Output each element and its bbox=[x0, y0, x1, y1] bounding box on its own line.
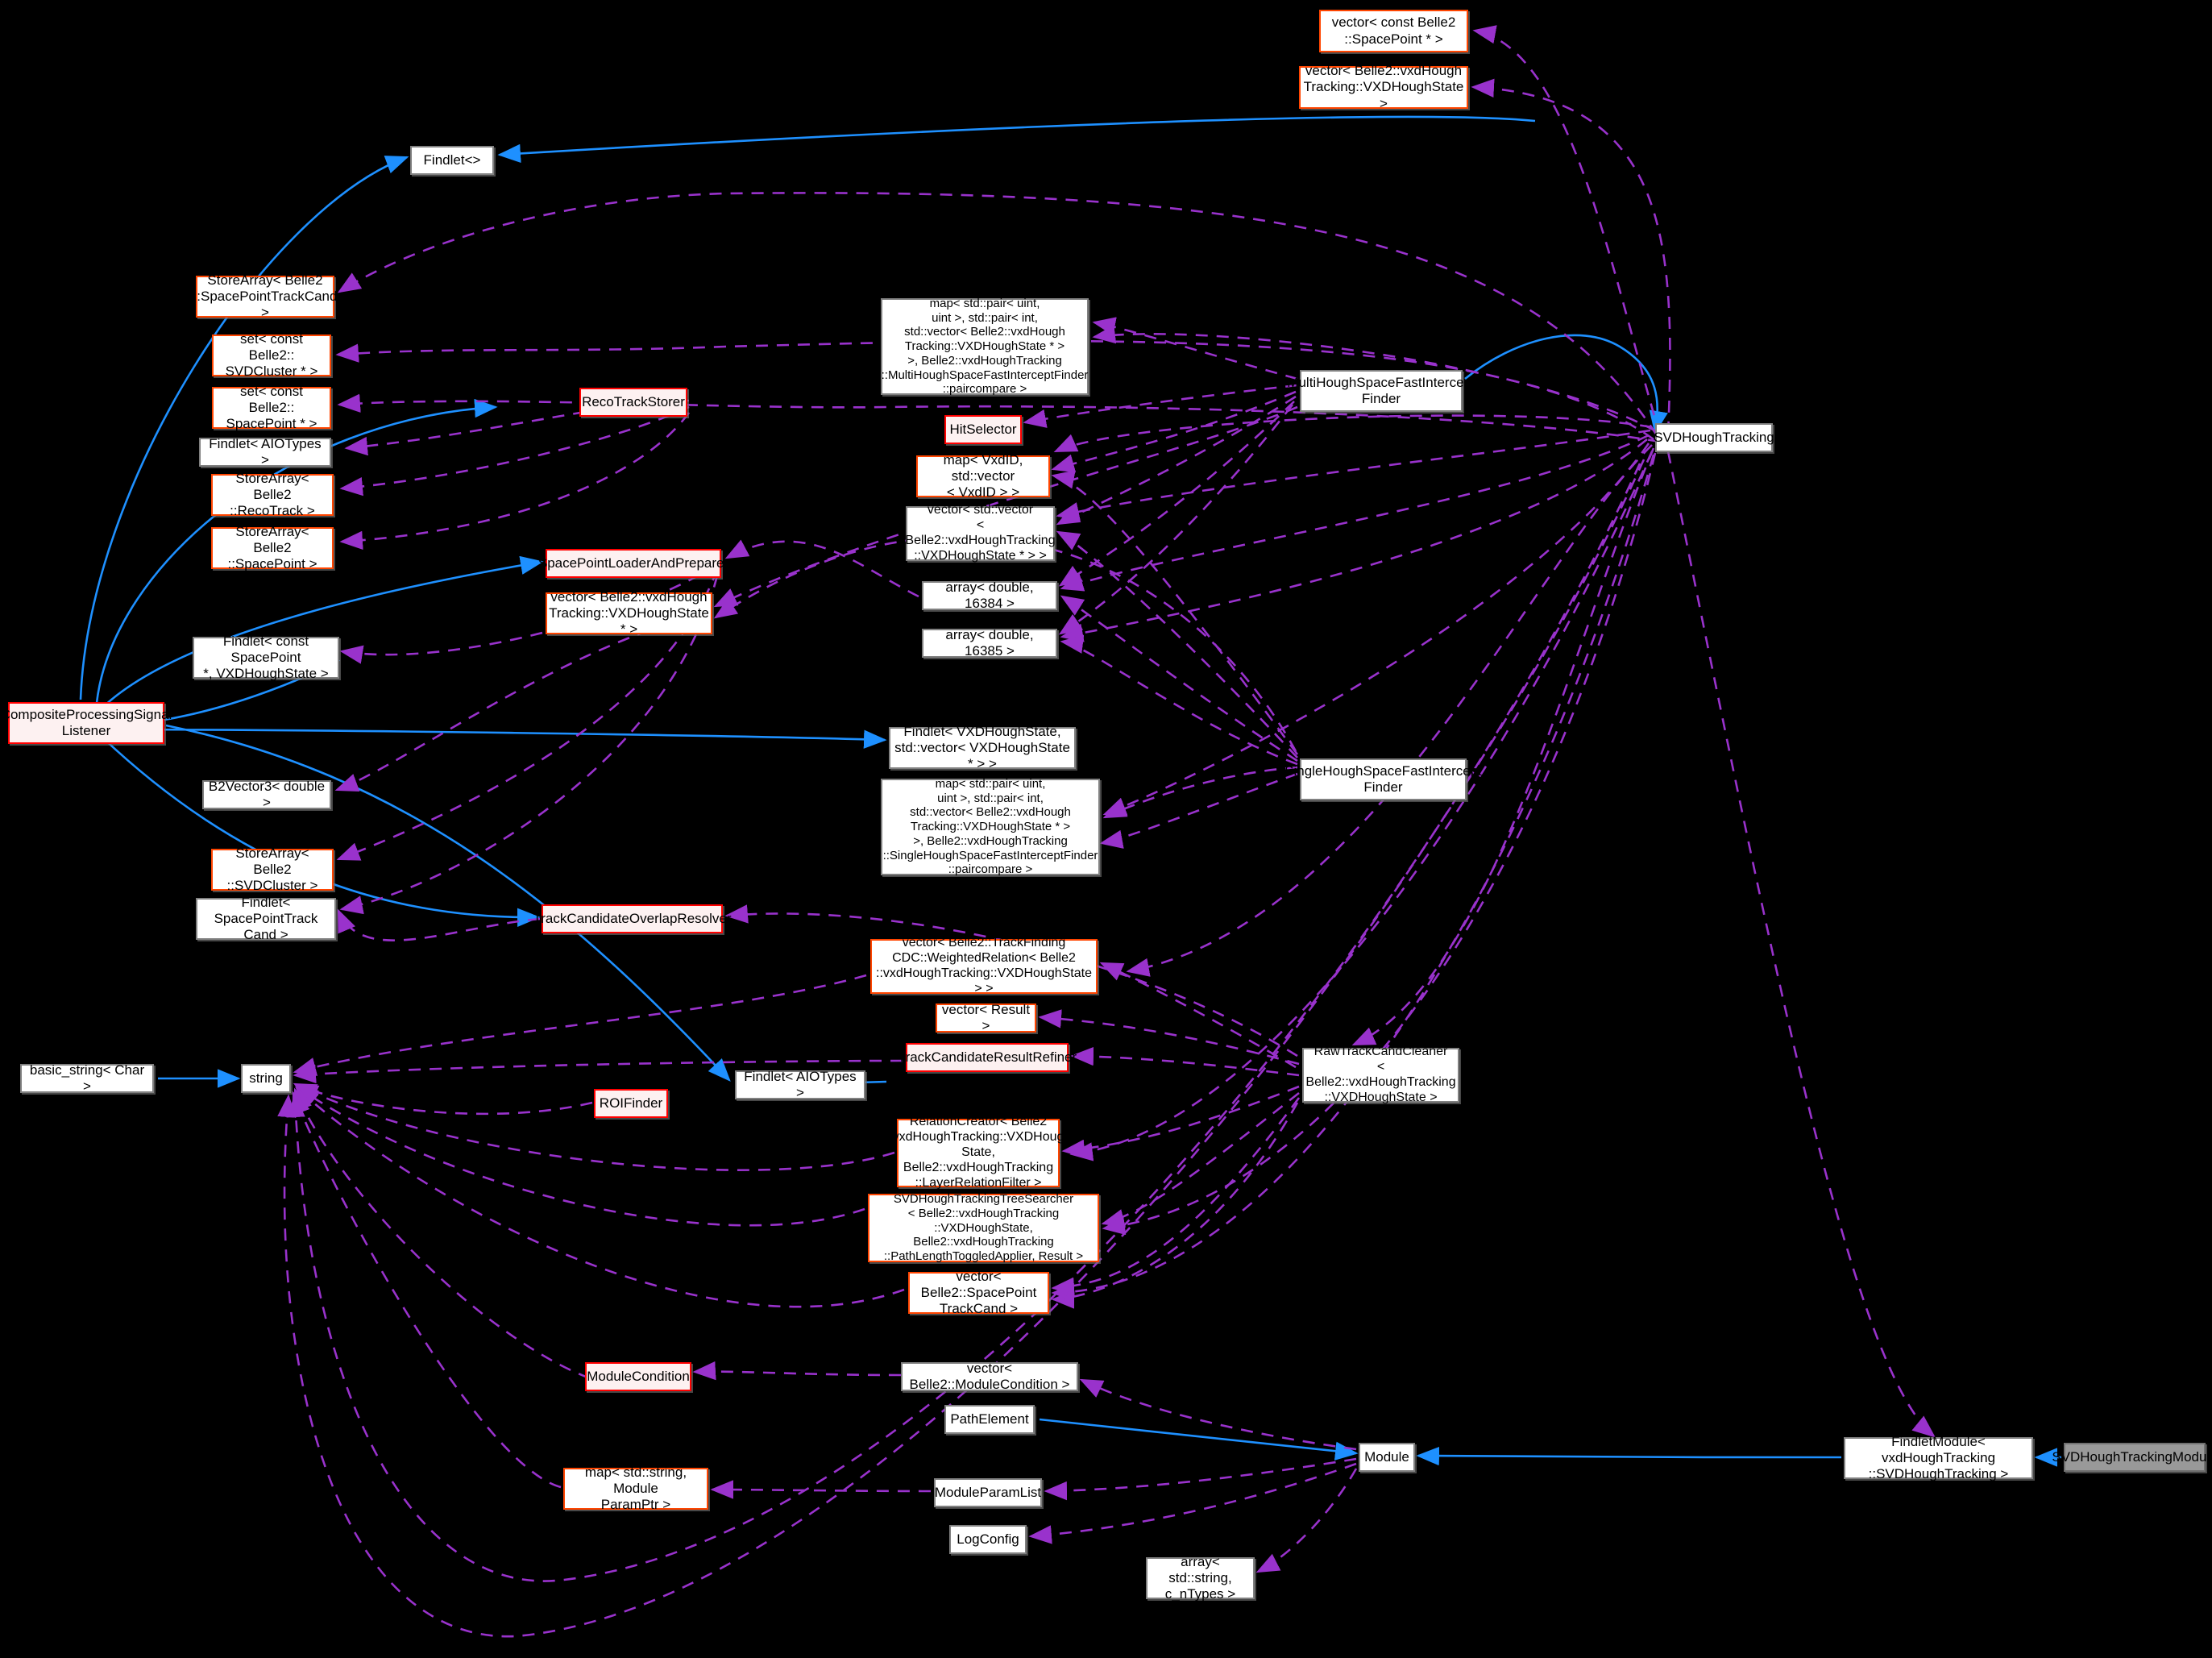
graph-node-map_pair_single[interactable]: map< std::pair< uint, uint >, std::pair<… bbox=[881, 777, 1100, 876]
graph-node-moduleparamlist[interactable]: ModuleParamList bbox=[934, 1478, 1042, 1507]
graph-node-composite_listener[interactable]: CompositeProcessingSignal Listener bbox=[1, 702, 172, 744]
graph-node-set_spacepoint[interactable]: set< const Belle2:: SpacePoint * > bbox=[212, 384, 331, 431]
graph-node-map_vxdid[interactable]: map< VxdID, std::vector < VxdID > > bbox=[916, 452, 1050, 500]
graph-node-module[interactable]: Module bbox=[1359, 1443, 1415, 1472]
graph-node-multihough_finder[interactable]: MultiHoughSpaceFastIntercept Finder bbox=[1287, 370, 1475, 412]
graph-node-logconfig[interactable]: LogConfig bbox=[949, 1525, 1027, 1554]
graph-node-svdhoughtracking[interactable]: SVDHoughTracking bbox=[1654, 423, 1774, 452]
graph-node-recotrackstorer[interactable]: RecoTrackStorer bbox=[579, 388, 687, 417]
graph-node-vector_result[interactable]: vector< Result > bbox=[936, 1002, 1036, 1033]
graph-node-storearray_recotrack[interactable]: StoreArray< Belle2 ::RecoTrack > bbox=[211, 471, 334, 518]
graph-node-singlehough_finder[interactable]: SingleHoughSpaceFastIntercept Finder bbox=[1284, 758, 1482, 800]
graph-node-findlet_aiotypes_1[interactable]: Findlet< AIOTypes > bbox=[199, 436, 331, 467]
graph-node-vector_vxdhoughstate[interactable]: vector< Belle2::vxdHough Tracking::VXDHo… bbox=[1299, 63, 1468, 111]
graph-node-b2vector3[interactable]: B2Vector3< double > bbox=[202, 779, 331, 810]
graph-node-storearray_svdcluster[interactable]: StoreArray< Belle2 ::SVDCluster > bbox=[211, 846, 334, 893]
graph-node-pathelement[interactable]: PathElement bbox=[944, 1405, 1035, 1434]
graph-node-findlet_sptc[interactable]: Findlet< SpacePointTrack Cand > bbox=[196, 895, 336, 942]
graph-node-string[interactable]: string bbox=[241, 1064, 291, 1093]
graph-node-svdhoughtrackingmodule[interactable]: SVDHoughTrackingModule bbox=[2052, 1443, 2212, 1472]
graph-node-treesearcher[interactable]: SVDHoughTrackingTreeSearcher < Belle2::v… bbox=[868, 1192, 1099, 1263]
graph-node-relationcreator[interactable]: RelationCreator< Belle2 ::vxdHoughTracki… bbox=[885, 1115, 1072, 1190]
graph-node-vector_const_spacepoint[interactable]: vector< const Belle2 ::SpacePoint * > bbox=[1319, 10, 1468, 52]
graph-node-map_pair_multi[interactable]: map< std::pair< uint, uint >, std::pair<… bbox=[881, 297, 1089, 397]
graph-node-modulecondition[interactable]: ModuleCondition bbox=[585, 1362, 691, 1391]
graph-node-spacepointloader[interactable]: SpacePointLoaderAndPreparer bbox=[538, 549, 728, 578]
graph-node-basic_string_char[interactable]: basic_string< Char > bbox=[20, 1062, 154, 1094]
graph-node-findlet_aiotypes_2[interactable]: Findlet< AIOTypes > bbox=[735, 1069, 865, 1100]
graph-node-storearray_sptc[interactable]: StoreArray< Belle2 ::SpacePointTrackCand… bbox=[193, 272, 338, 321]
graph-node-vector_sptc[interactable]: vector< Belle2::SpacePoint TrackCand > bbox=[908, 1269, 1049, 1316]
graph-node-vector_modulecondition[interactable]: vector< Belle2::ModuleCondition > bbox=[901, 1361, 1078, 1392]
graph-node-rawtrackcandcleaner[interactable]: RawTrackCandCleaner < Belle2::vxdHoughTr… bbox=[1302, 1045, 1459, 1104]
graph-node-findletmodule[interactable]: FindletModule< vxdHoughTracking ::SVDHou… bbox=[1844, 1434, 2033, 1481]
graph-node-findlet_vxdhough_vec[interactable]: Findlet< VXDHoughState, std::vector< VXD… bbox=[889, 724, 1076, 771]
graph-node-hitselector[interactable]: HitSelector bbox=[944, 415, 1022, 444]
graph-node-trackcandresultrefiner[interactable]: TrackCandidateResultRefiner bbox=[898, 1043, 1077, 1072]
graph-node-array_16385[interactable]: array< double, 16385 > bbox=[922, 627, 1057, 659]
graph-node-roifinder[interactable]: ROIFinder bbox=[594, 1089, 668, 1118]
graph-node-findlet_empty[interactable]: Findlet<> bbox=[410, 146, 494, 175]
graph-node-vector_vxdhoughstate_ptr[interactable]: vector< Belle2::vxdHough Tracking::VXDHo… bbox=[546, 589, 712, 637]
graph-node-vector_vector_state[interactable]: vector< std::vector < Belle2::vxdHoughTr… bbox=[905, 503, 1056, 563]
graph-node-storearray_spacepoint[interactable]: StoreArray< Belle2 ::SpacePoint > bbox=[211, 524, 334, 571]
graph-node-trackcandoverlap[interactable]: TrackCandidateOverlapResolver bbox=[533, 904, 732, 933]
graph-node-array_16384[interactable]: array< double, 16384 > bbox=[922, 580, 1057, 611]
graph-node-array_string_ntypes[interactable]: array< std::string, c_nTypes > bbox=[1146, 1554, 1255, 1602]
graph-node-vector_weightedrelation[interactable]: vector< Belle2::TrackFinding CDC::Weight… bbox=[870, 936, 1098, 995]
graph-node-map_string_moduleparam[interactable]: map< std::string, Module ParamPtr > bbox=[563, 1465, 708, 1512]
graph-node-findlet_const_sp[interactable]: Findlet< const SpacePoint *, VXDHoughSta… bbox=[193, 634, 339, 681]
graph-node-set_svdcluster[interactable]: set< const Belle2:: SVDCluster * > bbox=[212, 331, 331, 379]
